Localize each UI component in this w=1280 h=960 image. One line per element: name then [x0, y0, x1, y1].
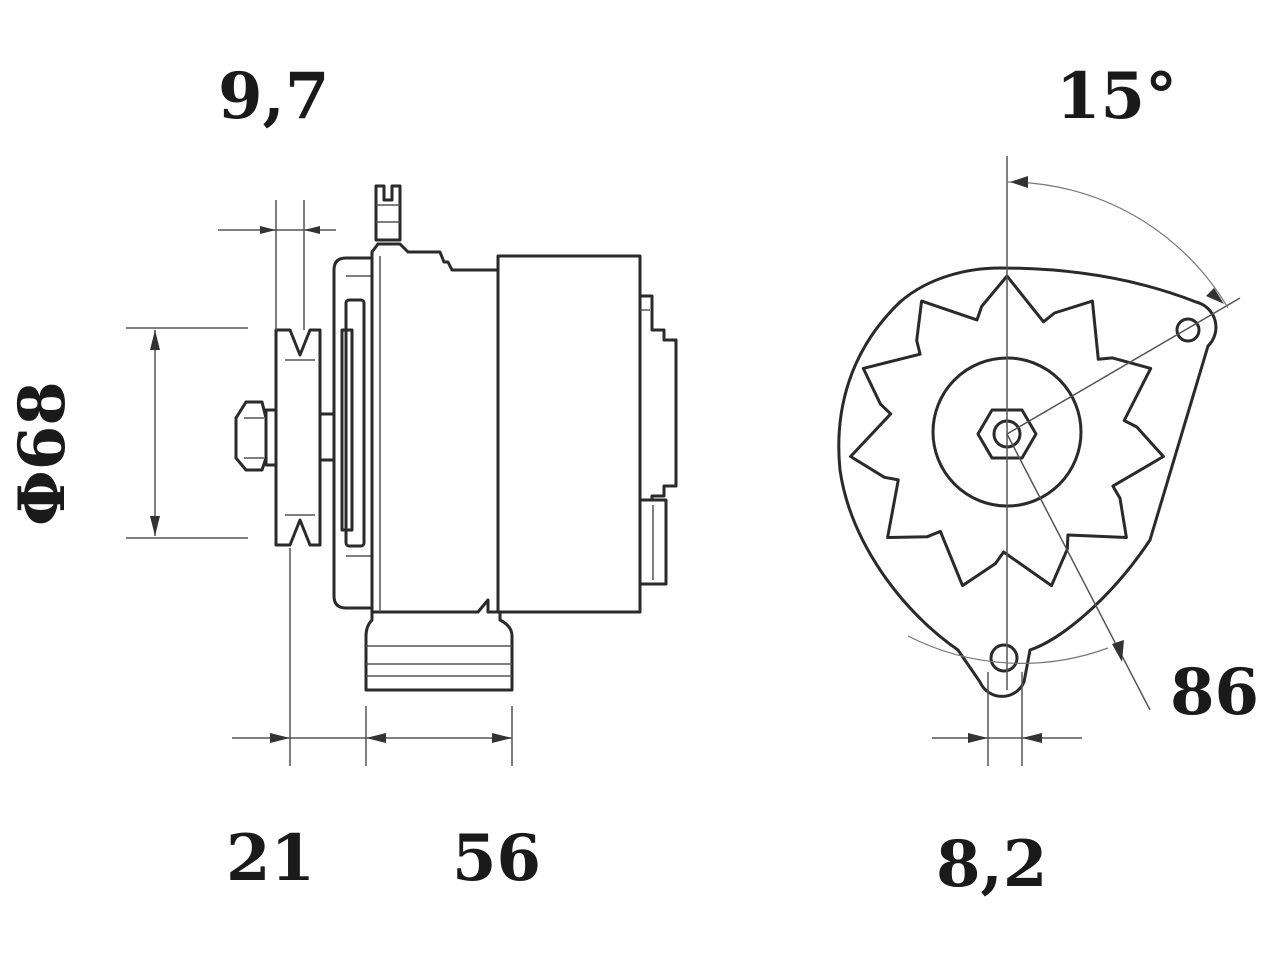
front-flange — [332, 256, 374, 610]
lower-mount-foot — [364, 610, 514, 692]
pulley — [274, 328, 322, 547]
dim-phi-68 — [126, 327, 248, 539]
label-8-2: 8,2 — [936, 827, 1047, 902]
main-body — [370, 242, 500, 614]
side-view — [126, 184, 678, 766]
label-phi-68: Φ68 — [5, 381, 80, 526]
front-housing-outline — [837, 266, 1218, 698]
label-56: 56 — [452, 821, 541, 896]
label-9-7: 9,7 — [218, 59, 329, 134]
rear-cover — [638, 294, 678, 586]
top-mount-hole — [1175, 317, 1201, 343]
hex-nut — [976, 408, 1038, 460]
bottom-mount-hole — [989, 643, 1019, 673]
stator — [496, 254, 642, 614]
label-15-deg: 15° — [1056, 59, 1177, 134]
dim-21-56 — [232, 548, 513, 766]
fan-blades — [849, 274, 1165, 588]
front-view — [837, 156, 1241, 766]
label-21: 21 — [226, 821, 315, 896]
dim-8-2 — [932, 672, 1082, 766]
label-86: 86 — [1170, 655, 1259, 730]
dim-9-7 — [218, 200, 336, 330]
upper-mount-ear — [374, 184, 402, 242]
